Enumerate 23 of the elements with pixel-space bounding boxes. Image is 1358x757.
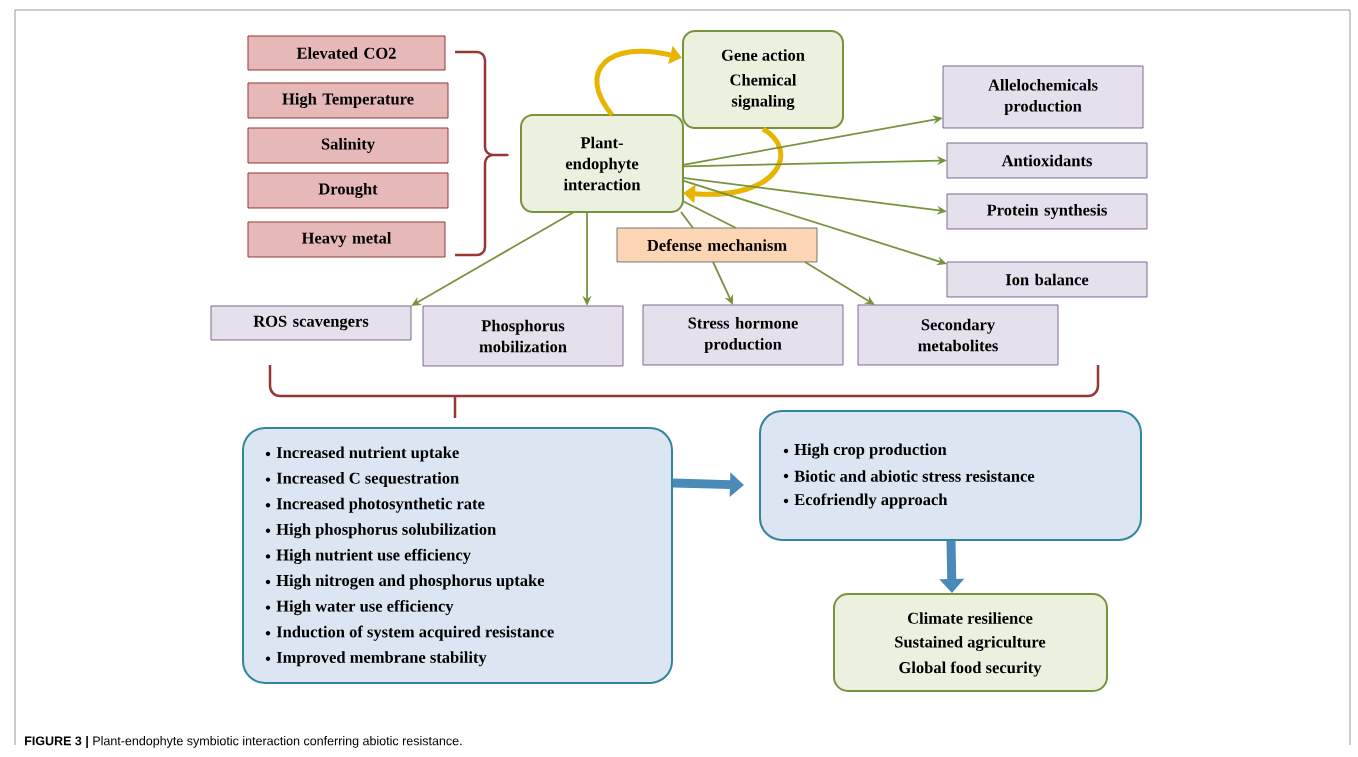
stress-box: Salinity — [247, 127, 449, 164]
outcome-box: Antioxidants — [946, 142, 1148, 179]
stress-box: Drought — [247, 172, 449, 209]
result-box: Climate resilience Sustained agriculture Global food security — [833, 593, 1108, 692]
outcome-box: Stress hormone production — [642, 304, 844, 366]
result-box: Increased nutrient uptake Increased C sequestration Increased photosynthetic rate High phosphorus solubilization High nutrient use efficiency High nitrogen and phosphorus uptake High water use efficiency Induction of system acquired resistance Improved membrane stability — [242, 427, 673, 684]
stress-box: High Temperature — [247, 82, 449, 119]
stress-box: Heavy metal — [247, 221, 446, 258]
arrow — [411, 211, 575, 306]
process-box: Gene action Chemical signaling — [682, 30, 844, 129]
outcome-box: Ion balance — [946, 261, 1148, 298]
outcome-box: Secondary metabolites — [857, 304, 1059, 366]
stress-box: Elevated CO2 — [247, 35, 446, 71]
figure-caption: FIGURE 3 | Plant-endophyte symbiotic interaction conferring abiotic resistance. — [25, 736, 462, 748]
outcome-box: Allelochemicals production — [942, 65, 1144, 129]
outcome-box: Phosphorus mobilization — [422, 305, 624, 367]
result-box: High crop production Biotic and abiotic stress resistance Ecofriendly approach — [759, 410, 1142, 541]
outcome-box: ROS scavengers — [210, 305, 412, 341]
arrow — [804, 261, 875, 305]
arrow — [594, 45, 682, 117]
process-box: Plant-endophyte interaction — [520, 114, 684, 213]
label-box: Defense mechanism — [616, 227, 818, 263]
outcome-box: Protein synthesis — [946, 193, 1148, 230]
